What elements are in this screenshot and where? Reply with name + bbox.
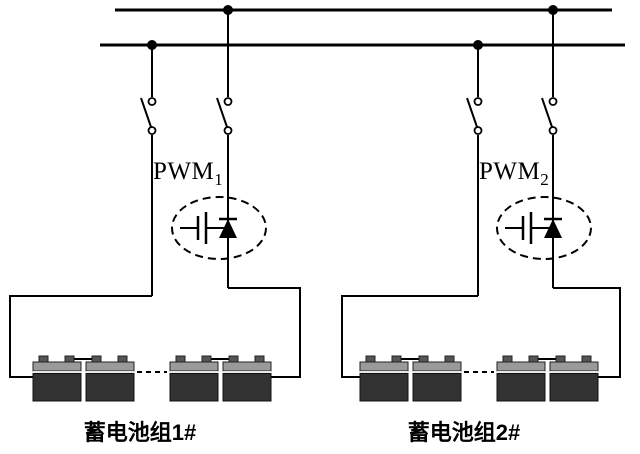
group2-left-loop-wire — [341, 295, 478, 378]
disconnect-switch — [466, 97, 483, 135]
battery-group1-label: 蓄电池组1# — [83, 420, 197, 445]
battery-cell — [496, 355, 546, 402]
battery-cell — [412, 355, 462, 402]
pwm2-subscript: 2 — [540, 170, 550, 189]
pwm1-chopper — [170, 195, 268, 261]
group2-right-loop-wire — [553, 287, 621, 378]
battery-cell — [359, 355, 409, 402]
battery-cell — [549, 355, 599, 402]
pwm2-text: PWM — [479, 158, 541, 185]
battery-cell — [32, 355, 82, 402]
pwm1-label: PWM1 — [153, 158, 223, 190]
disconnect-switch — [216, 97, 233, 135]
disconnect-switch — [140, 97, 157, 135]
group1-left-loop-wire — [9, 295, 152, 378]
battery-group2-label: 蓄电池组2# — [407, 420, 521, 445]
battery-cell — [85, 355, 135, 402]
pwm1-subscript: 1 — [214, 170, 224, 189]
battery-cell — [222, 355, 272, 402]
pwm1-text: PWM — [153, 158, 215, 185]
pwm2-label: PWM2 — [479, 158, 549, 190]
pwm2-chopper — [495, 195, 593, 261]
battery-cell — [169, 355, 219, 402]
disconnect-switch — [541, 97, 558, 135]
group1-right-loop-wire — [228, 287, 301, 378]
